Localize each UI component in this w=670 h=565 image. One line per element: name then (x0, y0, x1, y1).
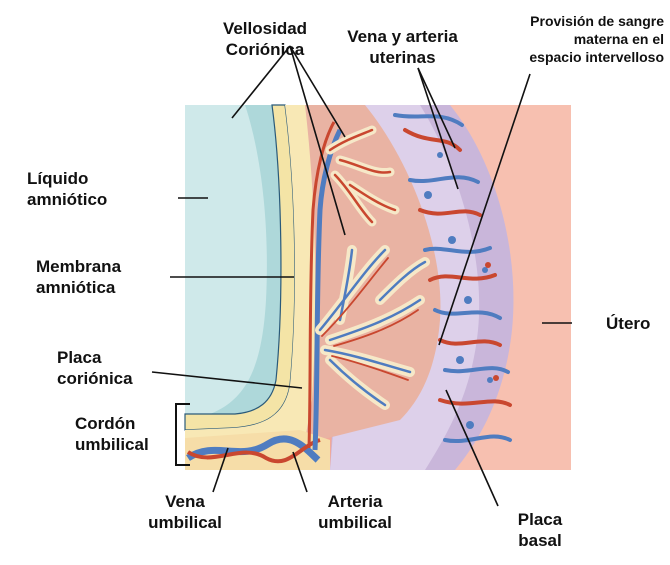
label-uterine-vessels-line-1: Vena y arteria (347, 27, 458, 46)
leader-lines (151, 45, 572, 507)
amniotic-fluid-shade (210, 105, 281, 414)
label-uterus-line-1: Útero (606, 314, 651, 333)
label-umbilical-artery-line-1: Arteria (327, 492, 383, 511)
label-maternal-blood-supply-line-3: espacio intervelloso (529, 49, 664, 65)
label-basal-plate-line-2: basal (518, 531, 562, 550)
label-umbilical-artery: Arteria umbilical (295, 491, 415, 533)
label-amniotic-membrane-line-2: amniótica (36, 278, 116, 297)
label-uterine-vessels-line-2: uterinas (369, 48, 436, 67)
amniotic-fluid (185, 105, 281, 414)
label-umbilical-artery-line-2: umbilical (318, 513, 392, 532)
villus-tree-upper (325, 125, 400, 227)
label-umbilical-vein: Vena umbilical (125, 491, 245, 533)
label-maternal-blood-supply-line-1: Provisión de sangre (530, 13, 664, 29)
decidua-cells (424, 152, 493, 429)
uterine-vessels (393, 113, 512, 443)
label-amniotic-fluid-line-2: amniótico (27, 190, 108, 209)
label-amniotic-fluid-line-1: Líquido (27, 169, 89, 188)
label-uterine-vessels: Vena y arteria uterinas (330, 26, 475, 68)
label-basal-plate: Placa basal (490, 509, 590, 551)
label-umbilical-vein-line-1: Vena (165, 492, 205, 511)
label-chorionic-villus-line-2: Coriónica (225, 40, 305, 59)
label-chorionic-plate-line-1: Placa (57, 348, 102, 367)
vessel-trunk-vein (312, 128, 343, 451)
label-chorionic-plate: Placa coriónica (57, 347, 133, 389)
label-amniotic-membrane-line-1: Membrana (36, 257, 122, 276)
label-amniotic-fluid: Líquido amniótico (27, 168, 107, 210)
label-chorionic-villus: Vellosidad Coriónica (205, 18, 325, 60)
umbilical-artery-vessel (186, 438, 321, 464)
label-maternal-blood-supply: Provisión de sangre materna en el espaci… (478, 12, 664, 66)
label-umbilical-cord-line-1: Cordón (75, 414, 136, 433)
label-umbilical-vein-line-2: umbilical (148, 513, 222, 532)
label-chorionic-villus-line-1: Vellosidad (222, 19, 308, 38)
label-uterus: Útero (606, 313, 650, 334)
label-chorionic-plate-line-2: coriónica (57, 369, 133, 388)
chorionic-plate (185, 105, 316, 452)
label-umbilical-cord: Cordón umbilical (75, 413, 149, 455)
label-umbilical-cord-line-2: umbilical (75, 435, 149, 454)
cord-bracket (175, 403, 190, 466)
vessel-trunk-artery (307, 121, 336, 449)
label-maternal-blood-supply-line-2: materna en el (573, 31, 664, 47)
label-amniotic-membrane: Membrana amniótica (36, 256, 121, 298)
label-basal-plate-line-1: Placa (517, 510, 563, 529)
decidua-red-cells (485, 262, 499, 381)
villus-tree-lower (315, 245, 430, 410)
